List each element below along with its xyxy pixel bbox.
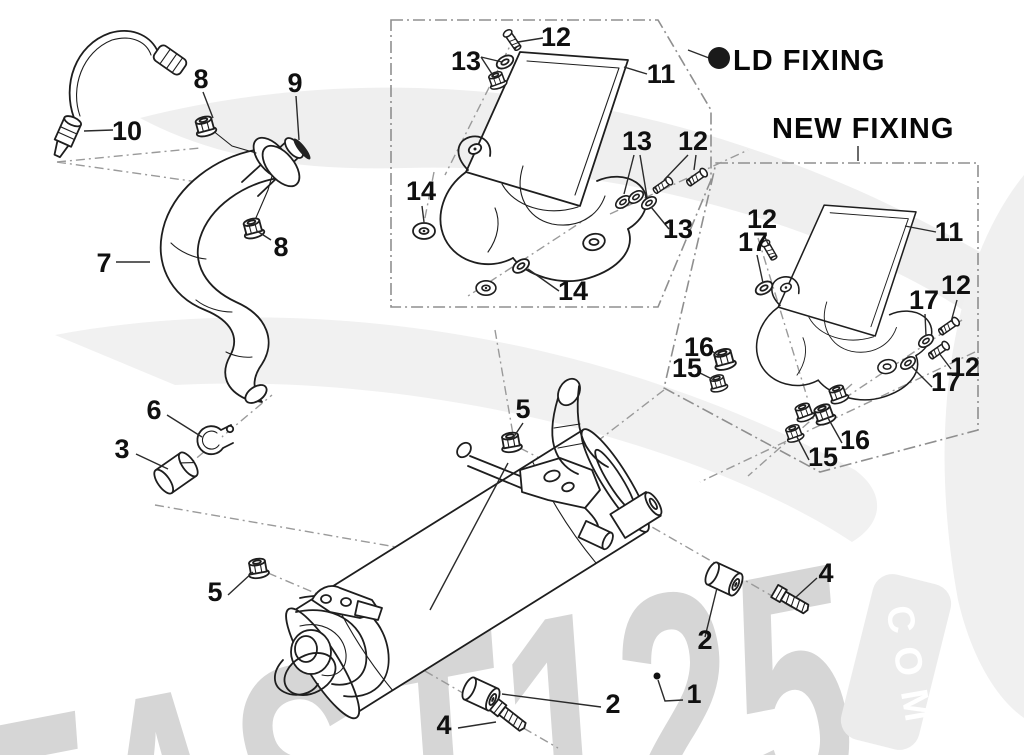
- watermark-com-block: [840, 574, 952, 750]
- nut-icon: [710, 346, 738, 373]
- part-label-15: 15: [808, 442, 838, 472]
- nut-icon: [825, 382, 851, 407]
- part-label-12: 12: [941, 270, 971, 300]
- part-label-4: 4: [818, 558, 833, 588]
- gasket-drawing: [293, 138, 311, 160]
- clamp-icon: [196, 424, 235, 456]
- watermark-swoosh-top-icon: [140, 87, 1008, 332]
- nut-icon: [498, 430, 524, 455]
- part-label-11: 11: [935, 217, 964, 247]
- exhaust-flange-drawing: [211, 129, 304, 221]
- part-label-14: 14: [406, 176, 436, 206]
- part-label-12: 12: [950, 352, 980, 382]
- grommet-icon: [475, 279, 497, 297]
- old-fixing-caption: LD FIXING: [733, 45, 885, 77]
- part-label-15: 15: [672, 353, 702, 383]
- fixing-boxes: [390, 19, 979, 473]
- part-label-2: 2: [697, 625, 712, 655]
- oxygen-sensor-drawing: [53, 30, 188, 159]
- muffler-rear-mount-drawing: [609, 491, 663, 539]
- part-label-8: 8: [273, 232, 288, 262]
- muffler-drawing: [273, 377, 663, 720]
- old-fixing-bullet-icon: [708, 47, 730, 69]
- nut-icon: [245, 556, 271, 581]
- nut-icon: [791, 400, 817, 425]
- part-label-13: 13: [663, 214, 693, 244]
- part-label-17: 17: [909, 285, 939, 315]
- assembly-reference-dot: [653, 672, 661, 680]
- part-label-10: 10: [112, 116, 142, 146]
- part-label-14: 14: [558, 276, 588, 306]
- part-label-9: 9: [287, 68, 302, 98]
- part-label-2: 2: [605, 689, 620, 719]
- part-label-16: 16: [684, 332, 714, 362]
- part-label-5: 5: [207, 577, 222, 607]
- part-label-1: 1: [686, 679, 701, 709]
- new-fixing-box: [663, 162, 979, 473]
- nut-icon: [707, 372, 730, 395]
- header-pipe-drawing: [159, 129, 311, 404]
- captions: LD FIXING NEW FIXING: [708, 45, 954, 145]
- part-label-3: 3: [114, 434, 129, 464]
- old-fixing-box: [390, 19, 712, 308]
- part-label-4: 4: [436, 710, 451, 740]
- nut-icon: [240, 215, 267, 242]
- muffler-top-bracket-drawing: [456, 441, 614, 551]
- nut-icon: [810, 401, 838, 428]
- screw-icon: [501, 27, 524, 53]
- leader-lines: [83, 37, 958, 729]
- part-label-12: 12: [678, 126, 708, 156]
- heat-shield-new-drawing: [755, 204, 933, 401]
- part-label-16: 16: [840, 425, 870, 455]
- part-label-13: 13: [451, 46, 481, 76]
- part-label-8: 8: [193, 64, 208, 94]
- line-art: [53, 27, 962, 735]
- watermark-swoosh-right-icon: [944, 175, 1024, 718]
- part-label-11: 11: [647, 59, 676, 89]
- part-label-5: 5: [515, 394, 530, 424]
- grommet-icon: [412, 222, 436, 240]
- part-label-13: 13: [622, 126, 652, 156]
- part-label-7: 7: [96, 248, 111, 278]
- part-label-12: 12: [747, 204, 777, 234]
- part-label-17: 17: [931, 367, 961, 397]
- rubber-sleeve-icon: [149, 448, 203, 498]
- new-fixing-caption: NEW FIXING: [772, 113, 954, 145]
- part-label-12: 12: [541, 22, 571, 52]
- watermark-swoosh-mid-icon: [55, 317, 878, 542]
- part-label-6: 6: [146, 395, 161, 425]
- muffler-front-bracket-drawing: [311, 585, 383, 621]
- part-label-17: 17: [738, 227, 768, 257]
- muffler-inlet-pipe-drawing: [551, 377, 609, 475]
